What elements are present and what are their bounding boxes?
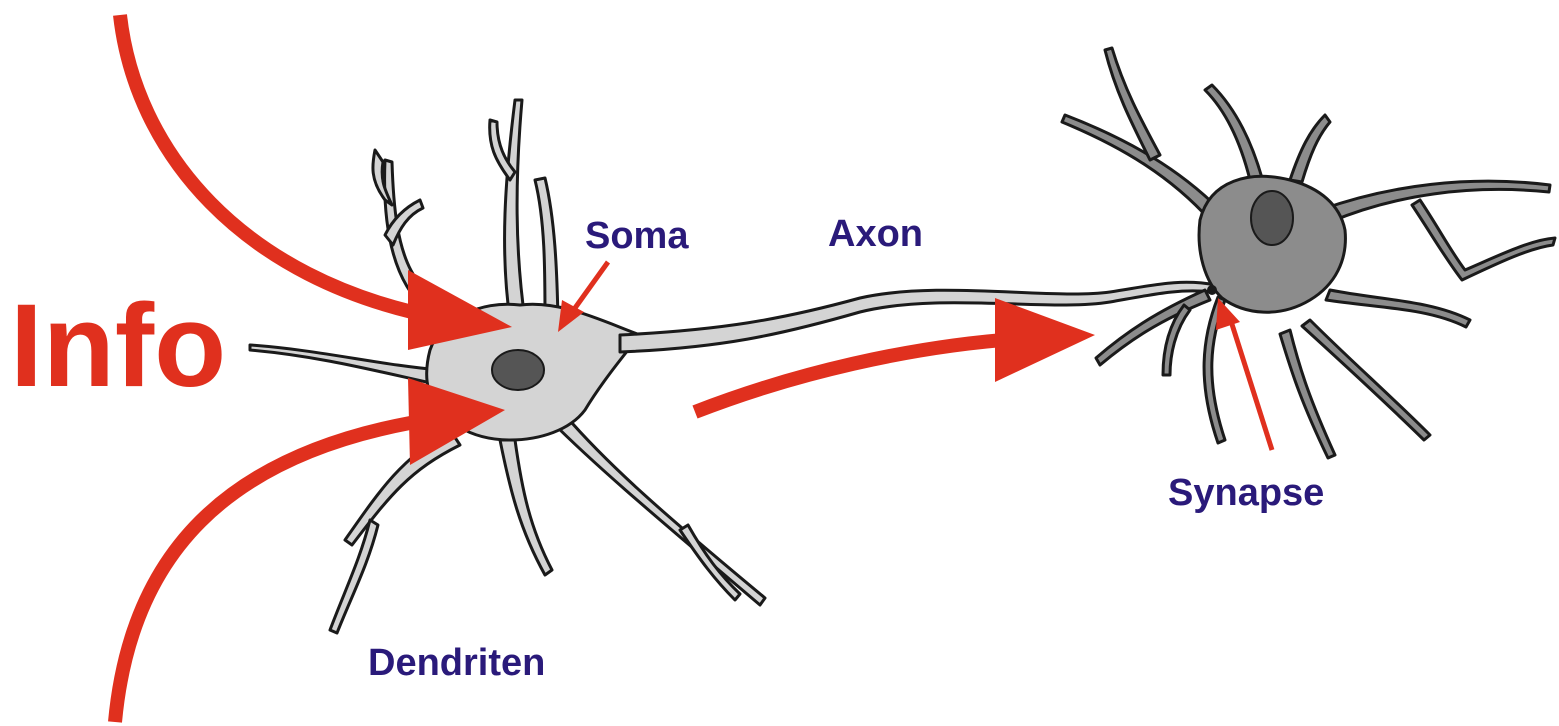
- synapse-pointer: [1230, 318, 1272, 450]
- soma-pointer: [575, 262, 608, 308]
- axon-label: Axon: [828, 213, 923, 255]
- synapse-label: Synapse: [1168, 472, 1324, 514]
- axon-arrow: [695, 338, 1030, 412]
- soma-label: Soma: [585, 215, 689, 257]
- info-arrows: [115, 15, 1272, 722]
- nucleus: [492, 350, 544, 390]
- dendriten-label: Dendriten: [368, 642, 545, 684]
- dendrite: [1205, 85, 1262, 180]
- info-label: Info: [10, 280, 226, 412]
- dendrite: [1326, 290, 1470, 327]
- neuron-right: [1062, 48, 1555, 458]
- dendrite: [680, 525, 740, 600]
- synapse-junction: [1207, 285, 1217, 295]
- dendrite: [550, 415, 765, 605]
- axon-arrow-head: [995, 298, 1095, 382]
- dendrite: [500, 440, 552, 575]
- dendrite: [1412, 200, 1555, 280]
- nucleus: [1251, 191, 1293, 245]
- dendrite: [1290, 115, 1330, 182]
- dendrite: [250, 345, 440, 385]
- dendrite: [535, 178, 558, 320]
- dendrite: [1320, 181, 1550, 222]
- dendrite: [505, 100, 525, 320]
- dendrite: [345, 430, 460, 545]
